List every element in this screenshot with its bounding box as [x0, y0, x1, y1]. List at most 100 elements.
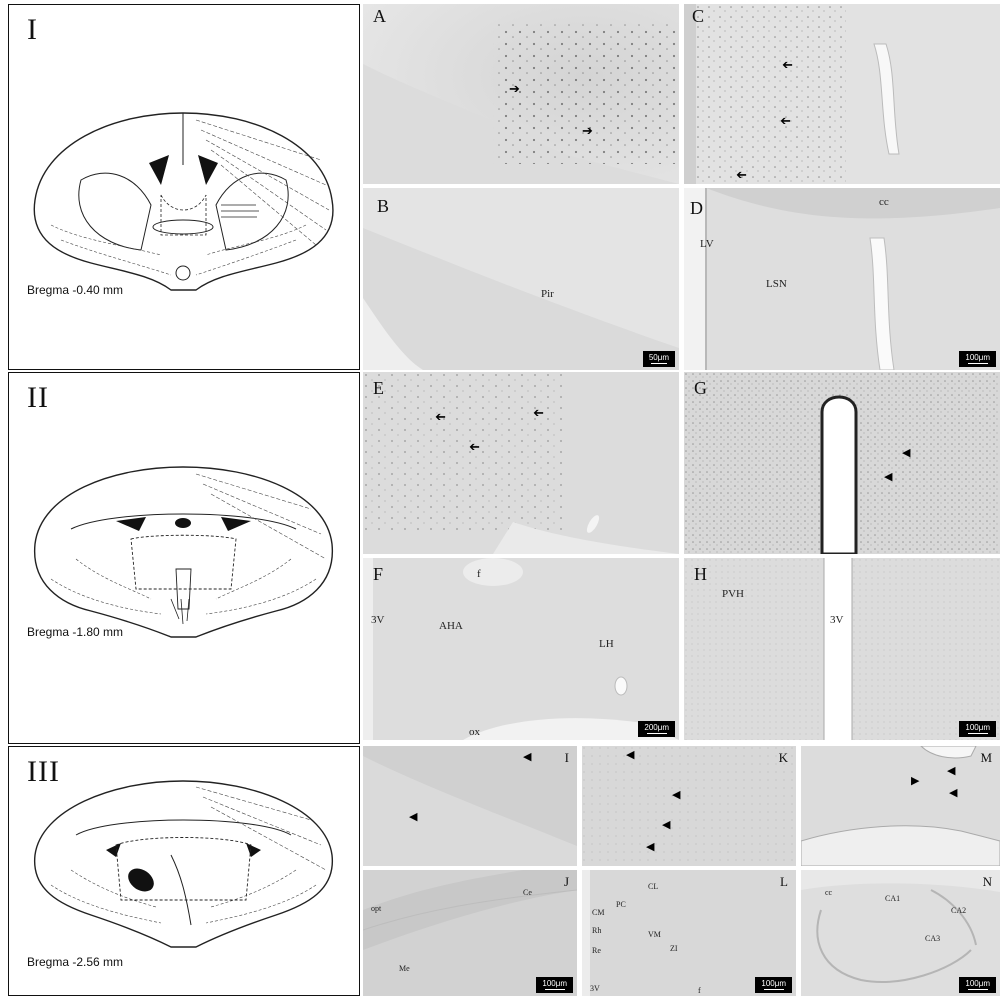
bregma-label: Bregma -0.40 mm [27, 283, 124, 297]
scale-bar-text: 100μm [542, 979, 567, 988]
micrograph-image [582, 870, 796, 996]
section-numeral: II [27, 381, 49, 414]
region-label: CL [648, 882, 659, 891]
panel-label: I [564, 750, 569, 765]
arrowhead-icon: ◀ [672, 789, 681, 801]
panel-label: B [377, 196, 390, 216]
bregma-label: Bregma -1.80 mm [27, 625, 124, 639]
micrograph-image [363, 188, 679, 370]
atlas-box-2: II Bregma -1.80 mm [8, 372, 360, 744]
region-label: cc [879, 196, 889, 208]
arrow-icon: ➔ [533, 405, 544, 420]
micrograph-panel-c: C ➔ ➔ ➔ [684, 4, 1000, 184]
region-label: CA1 [885, 894, 901, 903]
atlas-box-3: III Bregma -2.56 mm [8, 746, 360, 996]
panel-label: M [980, 750, 992, 765]
micrograph-image [684, 372, 1000, 554]
micrograph-panel-m: M ◀ ▶ ◀ [801, 746, 1000, 866]
micrograph-image [363, 558, 679, 740]
scale-bar-text: 100μm [965, 353, 990, 362]
panel-label: D [690, 198, 703, 218]
scale-bar-text: 200μm [644, 723, 669, 732]
region-label: CA3 [925, 934, 941, 943]
arrowhead-icon: ◀ [949, 787, 958, 799]
atlas-box-1: I Bregma -0.40 mm [8, 4, 360, 370]
scale-bar: 100μm [536, 977, 573, 993]
region-label: LSN [766, 278, 787, 290]
scale-bar-text: 100μm [761, 979, 786, 988]
section-2: II Bregma -1.80 mm E ➔ ➔ [8, 372, 1000, 744]
arrowhead-icon: ◀ [646, 841, 655, 853]
arrowhead-icon: ▶ [911, 775, 920, 787]
region-label: 3V [371, 614, 385, 626]
micrograph-panel-a: A ➔ ➔ [363, 4, 679, 184]
region-label: f [698, 986, 701, 995]
arrow-icon: ➔ [469, 439, 480, 454]
scale-bar: 100μm [959, 721, 996, 737]
arrowhead-icon: ◀ [523, 751, 532, 763]
scale-bar: 100μm [959, 977, 996, 993]
panel-label: C [692, 6, 705, 26]
region-label: CM [592, 908, 605, 917]
region-label: LV [700, 238, 714, 250]
brain-atlas-diagram-1 [33, 112, 334, 291]
micrograph-image [801, 870, 1000, 996]
region-label: Ce [523, 888, 532, 897]
region-label: VM [648, 930, 661, 939]
micrograph-image [582, 746, 796, 866]
micrograph-image [363, 746, 577, 866]
panel-label: L [780, 874, 788, 889]
micrograph-panel-i: I ◀ ◀ [363, 746, 577, 866]
arrowhead-icon: ◀ [662, 819, 671, 831]
micrograph-panel-b: B Pir 50μm [363, 188, 679, 370]
scale-bar: 50μm [642, 351, 675, 367]
region-label: PVH [722, 588, 745, 600]
micrograph-panel-n: N cc CA1 CA2 CA3 100μm [801, 870, 1000, 996]
arrowhead-icon: ◀ [902, 447, 911, 459]
micrograph-panel-k: K ◀ ◀ ◀ ◀ [582, 746, 796, 866]
micrograph-panel-l: L CL PC CM VM Rh Re ZI 3V f 100μm [582, 870, 796, 996]
region-label: AHA [439, 620, 463, 632]
region-label: Me [399, 964, 410, 973]
bregma-label: Bregma -2.56 mm [27, 955, 124, 969]
section-1: I Bregma -0.40 mm [8, 4, 1000, 370]
panel-label: J [563, 874, 569, 889]
region-label: 3V [590, 984, 600, 993]
panel-label: F [373, 564, 384, 584]
micrograph-panel-j: J opt Ce Me 100μm [363, 870, 577, 996]
arrow-icon: ➔ [782, 57, 793, 72]
micrograph-image [363, 4, 679, 184]
panel-label: E [373, 378, 384, 398]
brain-atlas-diagram-2 [34, 466, 333, 638]
region-label: 3V [830, 614, 844, 626]
panel-label: G [694, 378, 707, 398]
panel-label: K [778, 750, 788, 765]
panel-label: N [982, 874, 992, 889]
section-numeral: I [27, 13, 38, 46]
region-label: PC [616, 900, 626, 909]
arrowhead-icon: ◀ [626, 749, 635, 761]
arrowhead-icon: ◀ [884, 471, 893, 483]
micrograph-panel-h: H PVH 3V 100μm [684, 558, 1000, 740]
arrowhead-icon: ◀ [947, 765, 956, 777]
arrow-icon: ➔ [780, 113, 791, 128]
region-label: ZI [670, 944, 678, 953]
micrograph-panel-g: G ◀ ◀ [684, 372, 1000, 554]
arrow-icon: ➔ [736, 167, 747, 182]
region-label: ox [469, 726, 480, 738]
micrograph-image [363, 870, 577, 996]
panel-label: A [373, 6, 386, 26]
micrograph-panel-d: D cc LV LSN 100μm [684, 188, 1000, 370]
section-numeral: III [27, 755, 60, 788]
arrow-icon: ➔ [582, 123, 593, 138]
micrograph-image [684, 4, 1000, 184]
brain-atlas-diagram-3 [34, 780, 333, 948]
scale-bar-text: 50μm [648, 353, 669, 362]
micrograph-image [801, 746, 1000, 866]
micrograph-image [363, 372, 679, 554]
region-label: cc [825, 888, 833, 897]
scale-bar-text: 100μm [965, 979, 990, 988]
micrograph-image [684, 188, 1000, 370]
region-label: opt [371, 904, 382, 913]
region-label: Rh [592, 926, 602, 935]
